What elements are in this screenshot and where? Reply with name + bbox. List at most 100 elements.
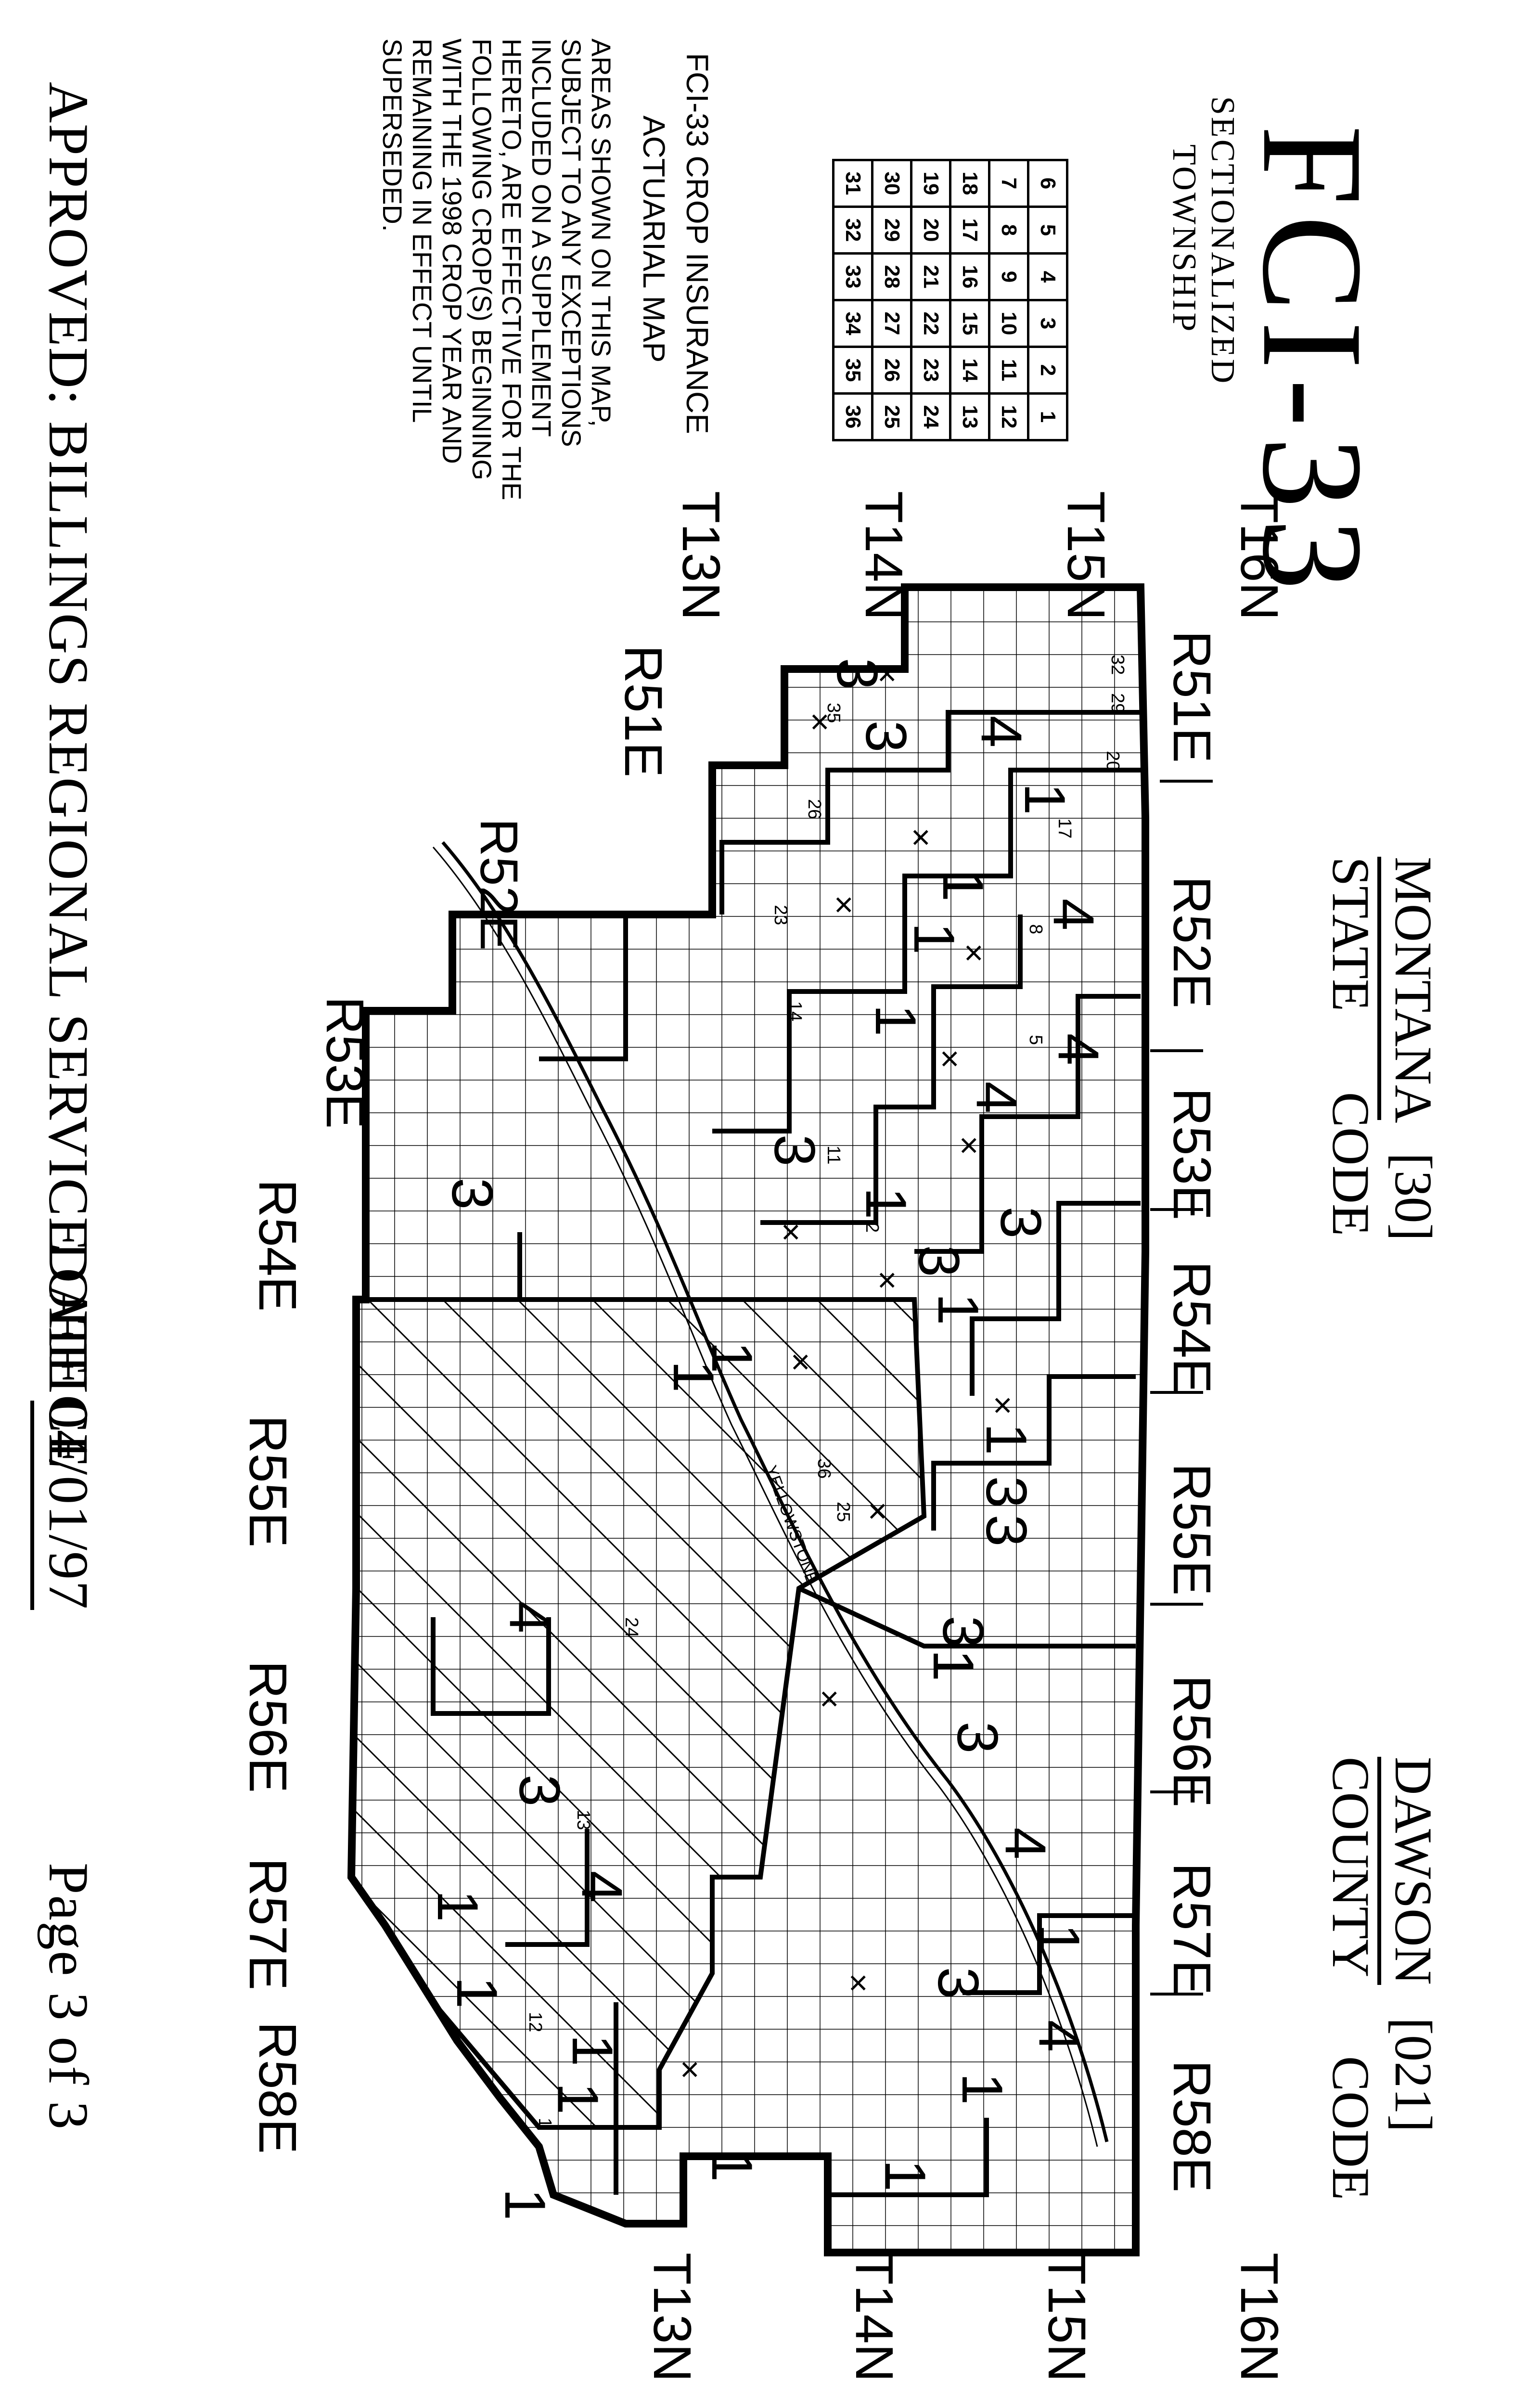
township-label-right: T16N xyxy=(1230,2253,1289,2382)
range-label-bottom: R57E xyxy=(238,1858,297,1991)
hatched-zone xyxy=(348,1297,927,2130)
zone-number: 1 xyxy=(546,2083,610,2115)
section-number: 5 xyxy=(1026,1035,1046,1045)
zone-number: 1 xyxy=(974,1423,1039,1455)
mark-x: × xyxy=(782,1352,820,1372)
zone-number: 3 xyxy=(945,1722,1010,1754)
range-label-bottom: R54E xyxy=(248,1179,307,1312)
section-number: 8 xyxy=(1026,924,1046,934)
zone-number: 1 xyxy=(560,2034,625,2067)
zone-boundary-line xyxy=(828,2118,989,2197)
range-label-bottom: R55E xyxy=(238,1415,297,1548)
zone-number: 3 xyxy=(854,721,918,753)
zone-number: 3 xyxy=(762,1134,827,1167)
range-label-top: R55E xyxy=(1162,1463,1221,1596)
zone-number: 1 xyxy=(700,2150,764,2182)
zone-number: 3 xyxy=(507,1775,572,1807)
range-label-top: R51E xyxy=(1162,631,1221,763)
range-label-top: R57E xyxy=(1162,1863,1221,1996)
zone-number: 4 xyxy=(1041,899,1106,931)
range-separator-tick xyxy=(1150,1391,1203,1394)
zone-number: 3 xyxy=(926,1967,990,1999)
zone-number: 4 xyxy=(993,1828,1058,1860)
mark-x: × xyxy=(811,1689,848,1709)
range-label-top: R56E xyxy=(1162,1675,1221,1808)
zone-boundary-line xyxy=(505,1829,590,1947)
range-label-bottom: R53E xyxy=(315,996,374,1129)
section-number: 12 xyxy=(525,2012,545,2032)
zone-boundary-line xyxy=(962,1913,1136,1995)
zone-number: 4 xyxy=(969,716,1034,748)
section-number: 25 xyxy=(833,1502,853,1522)
section-number: 1 xyxy=(535,2118,555,2128)
mark-x: × xyxy=(931,1049,969,1069)
zone-number: 3 xyxy=(825,658,889,690)
township-label-left: T14N xyxy=(854,491,913,620)
zone-number: 1 xyxy=(921,1649,986,1682)
mark-x: × xyxy=(902,828,940,848)
zone-number: 1 xyxy=(425,1890,490,1922)
range-separator-tick xyxy=(1160,780,1213,783)
section-number: 35 xyxy=(823,703,844,723)
zone-number: 1 xyxy=(700,1341,764,1374)
zone-number: 4 xyxy=(1046,1033,1111,1066)
mark-x: × xyxy=(671,2060,709,2080)
mark-x: × xyxy=(869,664,906,684)
township-label-right: T13N xyxy=(642,2253,702,2382)
range-label-top: R58E xyxy=(1162,2060,1221,2193)
range-label-top: R53E xyxy=(1162,1088,1221,1221)
zone-number: 1 xyxy=(931,870,995,902)
zone-boundary-line xyxy=(431,1617,551,1716)
township-label-left: T16N xyxy=(1230,491,1289,620)
range-label-top: R54E xyxy=(1162,1261,1221,1394)
section-number: 11 xyxy=(823,1146,844,1164)
zone-number: 4 xyxy=(498,1601,562,1634)
range-label-bottom: R56E xyxy=(238,1661,297,1793)
zone-boundary-line xyxy=(970,1201,1141,1396)
zone-number: 3 xyxy=(440,1178,504,1210)
section-number: 29 xyxy=(1107,693,1128,713)
section-number: 24 xyxy=(621,1617,642,1637)
range-label-bottom: R58E xyxy=(248,2021,307,2154)
zone-number: 1 xyxy=(926,1293,990,1326)
zone-number: 1 xyxy=(854,1187,918,1220)
zone-number: 3 xyxy=(907,1245,971,1277)
mark-x: × xyxy=(950,1136,988,1156)
section-number: 14 xyxy=(785,1001,805,1021)
zone-boundary-line xyxy=(539,914,628,1061)
zone-boundary-line xyxy=(914,994,1141,1254)
zone-number: 3 xyxy=(931,1616,995,1648)
zone-number: 3 xyxy=(988,1207,1053,1239)
range-separator-tick xyxy=(1150,1208,1203,1211)
zone-number: 1 xyxy=(950,2073,1014,2105)
zone-boundary-line xyxy=(719,710,1141,914)
range-label-bottom: R51E xyxy=(614,645,673,778)
zone-boundary-line xyxy=(760,914,1023,1225)
range-label-top: R52E xyxy=(1162,876,1221,1009)
section-number: 17 xyxy=(1054,818,1075,838)
section-number: 23 xyxy=(770,905,791,925)
zone-number: 1 xyxy=(863,1004,928,1037)
mark-x: × xyxy=(801,712,839,732)
township-label-left: T15N xyxy=(1056,491,1116,620)
zone-number: 1 xyxy=(902,923,966,955)
mark-x: × xyxy=(984,1396,1022,1416)
zone-number: 4 xyxy=(1027,2020,1091,2052)
section-number: 2 xyxy=(862,1223,882,1233)
zone-boundary-line xyxy=(797,1586,1136,1648)
mark-x: × xyxy=(772,1223,810,1242)
zone-number: 1 xyxy=(661,1361,726,1393)
mark-x: × xyxy=(840,1973,877,1993)
township-label-left: T13N xyxy=(671,491,731,620)
township-label-right: T14N xyxy=(845,2253,904,2382)
section-number: 13 xyxy=(573,1810,593,1830)
zone-number: 3 xyxy=(974,1515,1039,1547)
zone-number: 4 xyxy=(570,1871,634,1903)
zone-number: 1 xyxy=(1027,1924,1091,1956)
zone-number: 1 xyxy=(493,2189,557,2221)
mark-x: × xyxy=(955,943,993,963)
zone-boundary-line xyxy=(712,768,1141,1133)
range-separator-tick xyxy=(1150,1049,1203,1052)
